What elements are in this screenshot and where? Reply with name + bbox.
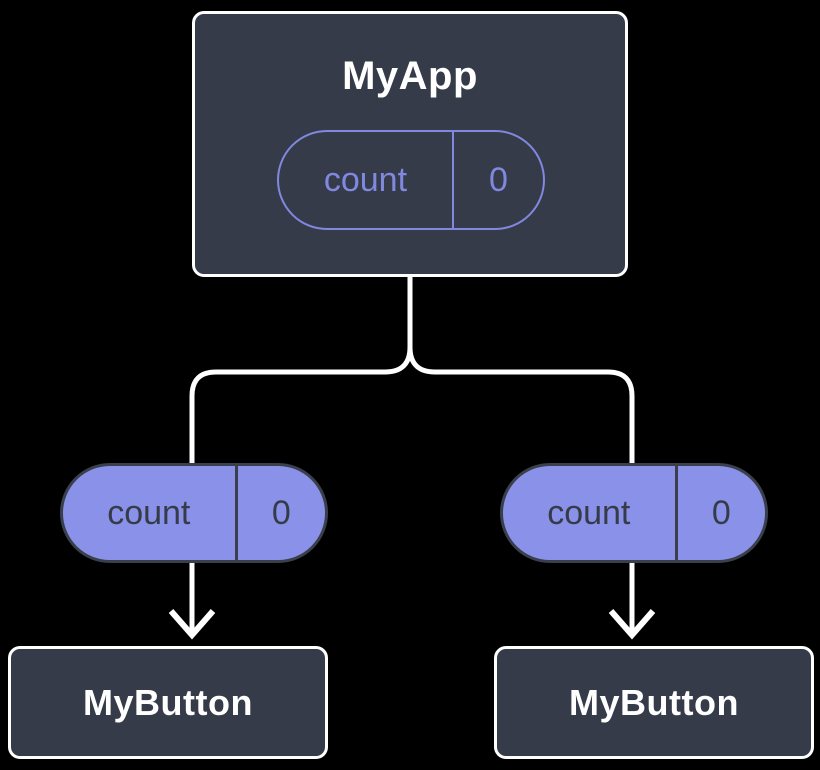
prop-value: 0 [674,466,765,560]
component-label: MyButton [83,681,253,723]
component-node-mybutton-right: MyButton [494,646,814,759]
root-to-right-child-connector [407,270,635,463]
component-node-myapp: MyApp count 0 [192,11,628,277]
component-node-mybutton-left: MyButton [8,646,328,759]
root-to-left-child-connector [189,270,413,463]
left-arrowhead [168,609,216,640]
prop-pill-left: count 0 [60,463,328,563]
right-arrowhead [608,609,656,640]
state-pill-root: count 0 [277,130,545,230]
state-value: 0 [451,132,543,228]
component-label: MyButton [569,681,739,723]
state-name: count [323,160,408,199]
prop-value: 0 [234,466,325,560]
prop-name: count [107,493,191,532]
component-label: MyApp [342,54,478,98]
prop-name: count [547,493,631,532]
prop-pill-right: count 0 [500,463,768,563]
